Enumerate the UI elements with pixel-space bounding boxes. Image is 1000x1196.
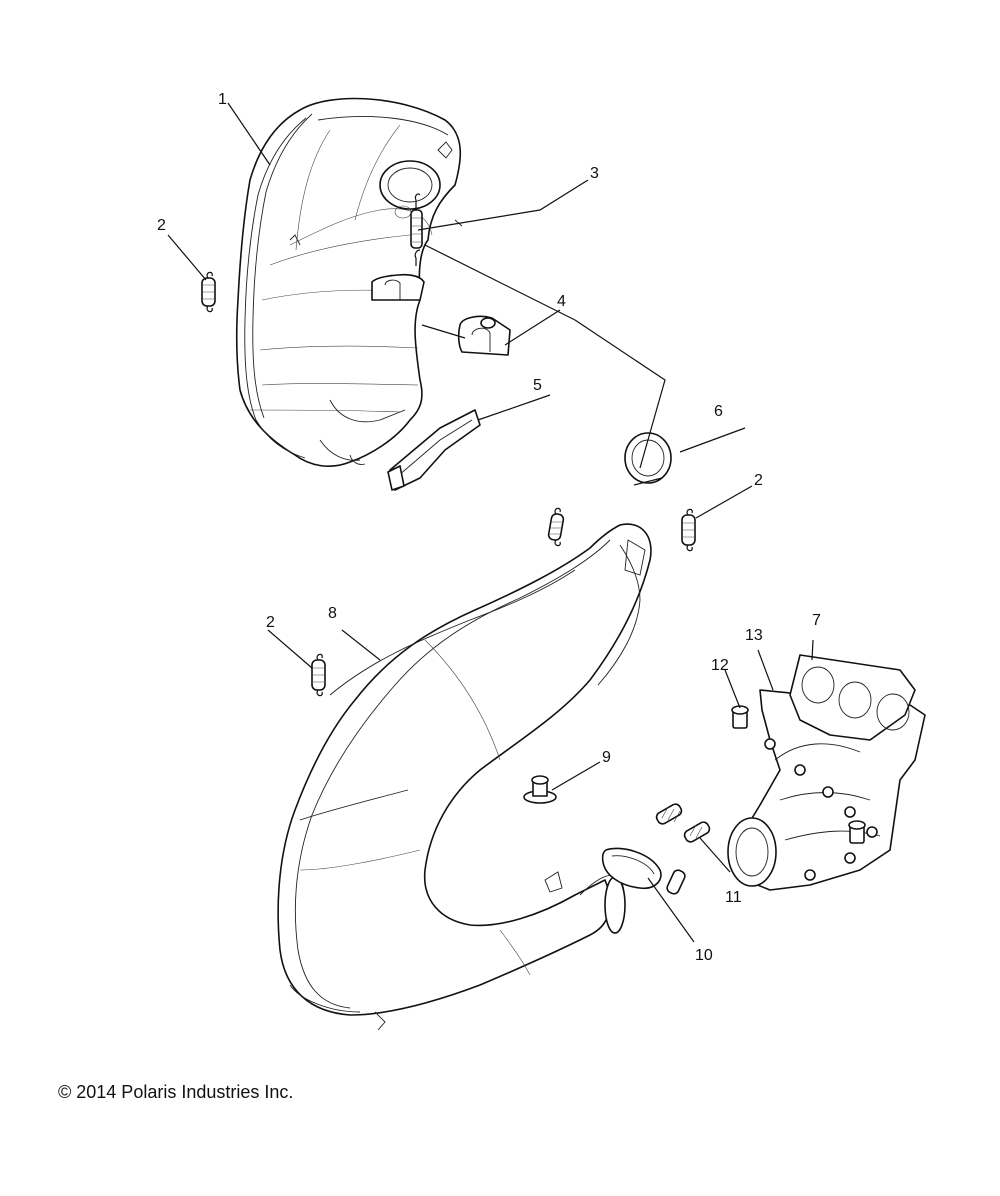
leader-lines: [167, 102, 814, 943]
part-12-bolts: [731, 705, 866, 844]
part-13-manifold: [727, 689, 926, 891]
callout-13: 13: [745, 627, 763, 644]
callout-11: 11: [725, 889, 742, 906]
callout-6: 6: [714, 403, 723, 420]
callout-7: 7: [812, 612, 821, 629]
callout-1: 1: [218, 91, 227, 108]
part-8-exhaust-pipe: [277, 523, 652, 1031]
part-2-spring-mid: [547, 507, 565, 547]
callout-12: 12: [711, 657, 729, 674]
part-2-spring-right: [681, 508, 696, 552]
callout-8: 8: [328, 605, 337, 622]
callout-5: 5: [533, 377, 542, 394]
part-4-grommet-upper: [371, 273, 425, 301]
part-1-silencer: [235, 97, 463, 468]
part-9-plug: [523, 775, 557, 804]
callout-2: 2: [157, 217, 166, 234]
copyright-notice: © 2014 Polaris Industries Inc.: [58, 1082, 294, 1102]
callout-2: 2: [266, 614, 275, 631]
part-6-seal: [624, 432, 672, 484]
part-5-heat-shield: [387, 409, 481, 491]
callout-4: 4: [557, 293, 566, 310]
part-4-grommet-lower: [457, 315, 511, 356]
part-2-spring-left: [201, 271, 216, 313]
part-10-clamp: [601, 847, 662, 890]
callout-2: 2: [754, 472, 763, 489]
part-2-spring-lower: [311, 653, 326, 697]
callout-10: 10: [695, 947, 713, 964]
part-11-springs: [655, 803, 711, 895]
callout-9: 9: [602, 749, 611, 766]
callout-3: 3: [590, 165, 599, 182]
part-7-gasket: [789, 654, 916, 741]
